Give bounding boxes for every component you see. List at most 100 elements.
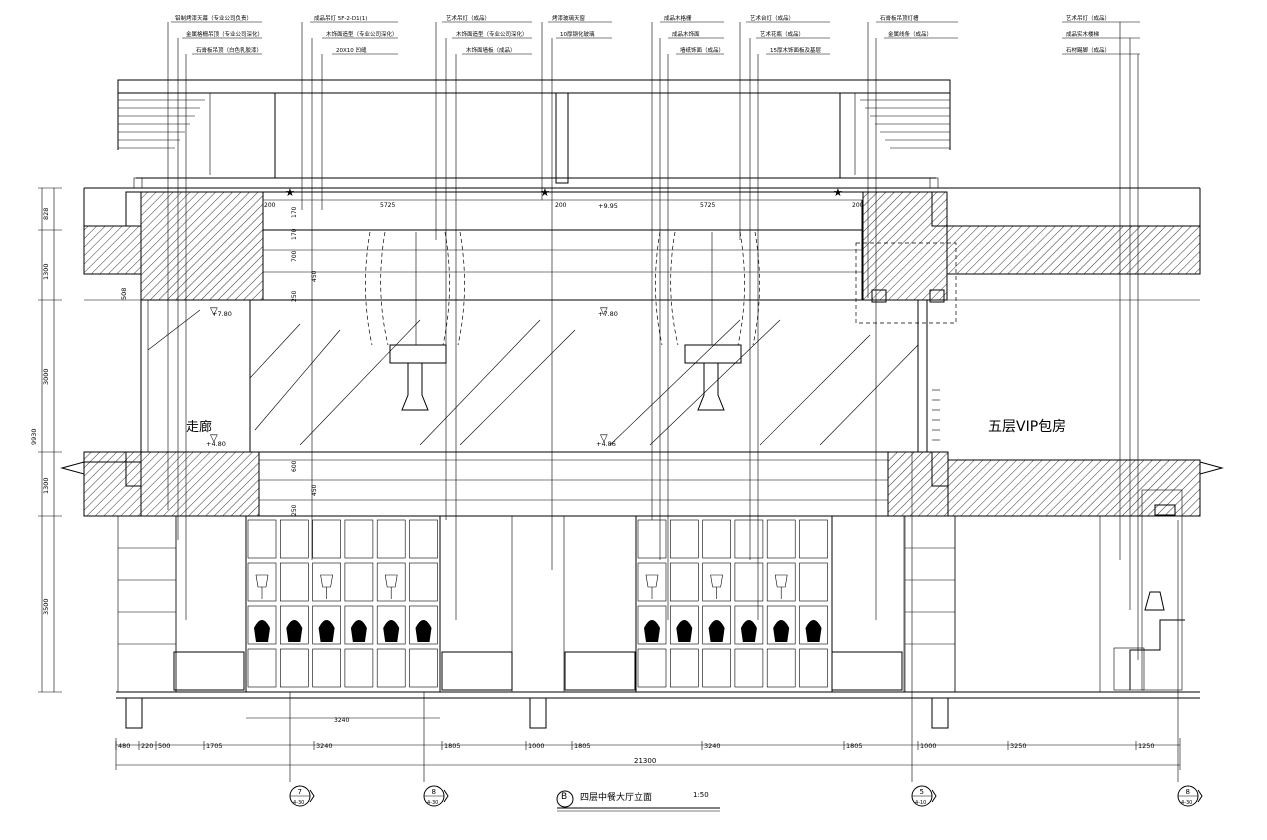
- callout-label: 成品吊灯 5F-2-D1(1): [314, 14, 367, 22]
- inner-dimension: 170: [291, 228, 298, 240]
- shelf-cell: [637, 519, 667, 559]
- shelf-cell: [376, 562, 406, 602]
- level-marker: +7.80: [598, 310, 618, 318]
- shelf-cell: [669, 605, 699, 645]
- pendant-lamp-left: [365, 231, 465, 411]
- inner-dimension: 170: [291, 206, 298, 218]
- bottom-dimension: 500: [158, 742, 170, 750]
- vase-icon: [350, 620, 367, 642]
- vertical-dimension: 1300: [42, 477, 50, 494]
- inner-dimension: 5725: [380, 202, 395, 209]
- callout-label: 20X10 凹缝: [336, 46, 367, 54]
- bottom-dimension: 220: [141, 742, 153, 750]
- shelf-cell: [669, 562, 699, 602]
- inner-dimension: 200: [264, 202, 276, 209]
- shelf-cell: [669, 648, 699, 688]
- shelf-cell: [637, 605, 667, 645]
- upper-slab: ★ ★ ★: [83, 186, 1201, 301]
- section-mark-sheet: 4-30: [1181, 800, 1192, 806]
- bottom-dimension: 480: [118, 742, 130, 750]
- callout-label: 石材踢脚（成品）: [1066, 46, 1110, 54]
- svg-text:▽: ▽: [210, 306, 218, 317]
- vertical-dimension: 508: [120, 288, 128, 300]
- stair: [1113, 489, 1185, 691]
- pendant-lamp-right: [655, 231, 760, 411]
- callout-label: 艺术台灯（成品）: [750, 14, 794, 22]
- section-markers: [289, 452, 1179, 782]
- shelf-cell: [376, 605, 406, 645]
- callout-label: 木饰面墙板（成品）: [466, 46, 516, 54]
- shelf-cell: [734, 648, 764, 688]
- shelf-cell: [734, 519, 764, 559]
- vase-icon: [254, 620, 270, 642]
- vertical-dimension: 1300: [42, 263, 50, 280]
- shelf-cell: [376, 648, 406, 688]
- shelf-cell: [766, 519, 796, 559]
- display-shelf-right: [635, 515, 833, 693]
- svg-text:★: ★: [285, 186, 295, 199]
- shelf-cell: [279, 648, 309, 688]
- shelf-cell: [702, 648, 731, 688]
- callout-label: 木饰面造型（专业公司深化）: [456, 30, 528, 38]
- bottom-dimension: 3250: [1010, 742, 1027, 750]
- bottom-dimension: 1805: [444, 742, 461, 750]
- section-mark-number: 8: [432, 788, 436, 796]
- callout-label: 艺术吊灯（成品）: [1066, 14, 1110, 22]
- lower-hall: [116, 489, 1200, 729]
- shelf-cell: [637, 648, 667, 688]
- section-mark-number: 7: [298, 788, 302, 796]
- shelf-cell: [312, 519, 341, 559]
- shelf-cell: [637, 562, 667, 602]
- svg-text:★: ★: [540, 186, 550, 199]
- shelf-cell: [279, 519, 309, 559]
- svg-text:▽: ▽: [210, 433, 218, 444]
- shelf-cell: [669, 519, 699, 559]
- callout-label: 金属格栅吊顶（专业公司深化）: [186, 30, 263, 38]
- shelf-cell: [279, 605, 309, 645]
- callout-leaders: [167, 22, 1139, 660]
- inner-dimension: 450: [311, 270, 318, 282]
- bottom-dimension: 1805: [574, 742, 591, 750]
- callout-label: 成品木格栅: [664, 14, 692, 22]
- shelf-cell: [702, 562, 731, 602]
- shelf-cell: [344, 648, 374, 688]
- shelf-cell: [247, 562, 277, 602]
- callout-label: 成品实木楼梯: [1066, 30, 1100, 38]
- svg-text:▽: ▽: [600, 306, 608, 317]
- shelf-cell: [702, 519, 731, 559]
- shelf-cell: [734, 562, 764, 602]
- inner-dimension: 450: [311, 484, 318, 496]
- vase-icon: [805, 620, 822, 642]
- vase-icon: [318, 620, 335, 642]
- shelf-cell: [344, 519, 374, 559]
- inner-dimension: 200: [555, 202, 567, 209]
- inner-dimension: 600: [291, 460, 298, 472]
- shelf-cell: [766, 648, 796, 688]
- section-mark-number: 8: [1186, 788, 1190, 796]
- shelf-cell: [312, 605, 341, 645]
- vase-icon: [708, 620, 725, 642]
- vertical-dimension: 9930: [30, 428, 38, 445]
- vase-icon: [383, 620, 400, 642]
- shelf-cell: [279, 562, 309, 602]
- callout-label: 烤漆玻璃天窗: [552, 14, 586, 22]
- lamp-icon: [384, 574, 398, 588]
- shelf-cell: [409, 648, 438, 688]
- lamp-icon: [645, 574, 659, 588]
- dimension-lines: [38, 187, 1181, 770]
- middle-slab: [60, 451, 1224, 517]
- svg-text:★: ★: [833, 186, 843, 199]
- callout-label: 石膏板吊顶灯槽: [880, 14, 919, 22]
- level-marker: +9.95: [598, 202, 618, 210]
- vase-icon: [773, 620, 790, 642]
- bottom-dimension: 1000: [920, 742, 937, 750]
- shelf-cell: [247, 519, 277, 559]
- svg-text:▽: ▽: [600, 433, 608, 444]
- roof-canopy: [84, 79, 1200, 189]
- shelf-cell: [766, 562, 796, 602]
- shelf-cell: [766, 605, 796, 645]
- shelf-cell: [799, 605, 828, 645]
- callout-label: 15厚木饰面板及基层: [770, 46, 821, 54]
